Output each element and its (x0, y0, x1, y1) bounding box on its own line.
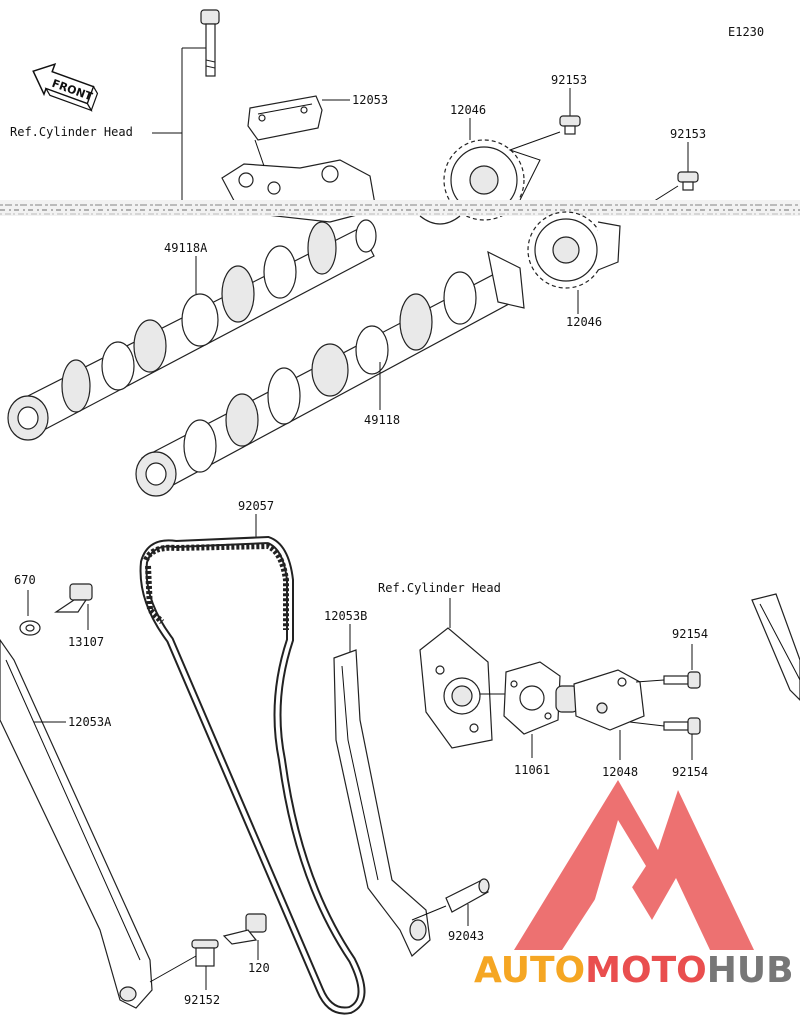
scan-noise-band (0, 200, 800, 216)
label-12046-bottom: 12046 (566, 315, 602, 329)
label-92043: 92043 (448, 929, 484, 943)
label-49118: 49118 (364, 413, 400, 427)
label-13107: 13107 (68, 635, 104, 649)
label-12048: 12048 (602, 765, 638, 779)
bolt-13107 (54, 583, 93, 613)
chain-guide-12053A (0, 638, 153, 1009)
label-92152: 92152 (184, 993, 220, 1007)
label-92153-a: 92153 (551, 73, 587, 87)
timing-chain (139, 535, 366, 1015)
watermark-auto: AUTO (474, 950, 585, 991)
camshaft-exhaust (7, 219, 377, 441)
chain-tensioner-12048 (555, 669, 645, 731)
collar-92152 (191, 939, 219, 967)
sprocket-bolt-a (559, 115, 581, 135)
label-92154-a: 92154 (672, 627, 708, 641)
label-12046-top: 12046 (450, 103, 486, 117)
tensioner-bolt-a (663, 671, 701, 689)
right-edge-guide (751, 593, 800, 701)
diagram-code: E1230 (728, 25, 764, 39)
upper-chain-guide (247, 95, 323, 141)
watermark-text: AUTOMOTOHUB (474, 950, 794, 991)
pin-92043 (445, 878, 490, 913)
bolt-120 (222, 913, 267, 945)
label-92153-b: 92153 (670, 127, 706, 141)
label-49118A: 49118A (164, 241, 208, 255)
watermark-hub: HUB (707, 950, 794, 991)
front-arrow-icon: FRONT (32, 62, 99, 112)
label-120: 120 (248, 961, 270, 975)
ref-cylinder-head-label-1: Ref.Cylinder Head (10, 125, 133, 139)
cylinder-head-mount (419, 627, 493, 749)
label-12053: 12053 (352, 93, 388, 107)
watermark-logo (514, 780, 754, 950)
label-12053B: 12053B (324, 609, 367, 623)
label-12053A: 12053A (68, 715, 112, 729)
cam-sprocket-bottom (527, 211, 621, 289)
tensioner-bolt-b (663, 717, 701, 735)
gasket-11061 (503, 661, 561, 735)
label-670: 670 (14, 573, 36, 587)
label-92057: 92057 (238, 499, 274, 513)
sprocket-bolt-b (677, 171, 699, 191)
camshaft-intake (135, 250, 525, 497)
watermark-moto: MOTO (585, 950, 707, 991)
label-92154-b: 92154 (672, 765, 708, 779)
ref-cylinder-head-label-2: Ref.Cylinder Head (378, 581, 501, 595)
chain-guide-12053B (333, 649, 431, 957)
long-bolt (200, 9, 220, 77)
label-11061: 11061 (514, 763, 550, 777)
